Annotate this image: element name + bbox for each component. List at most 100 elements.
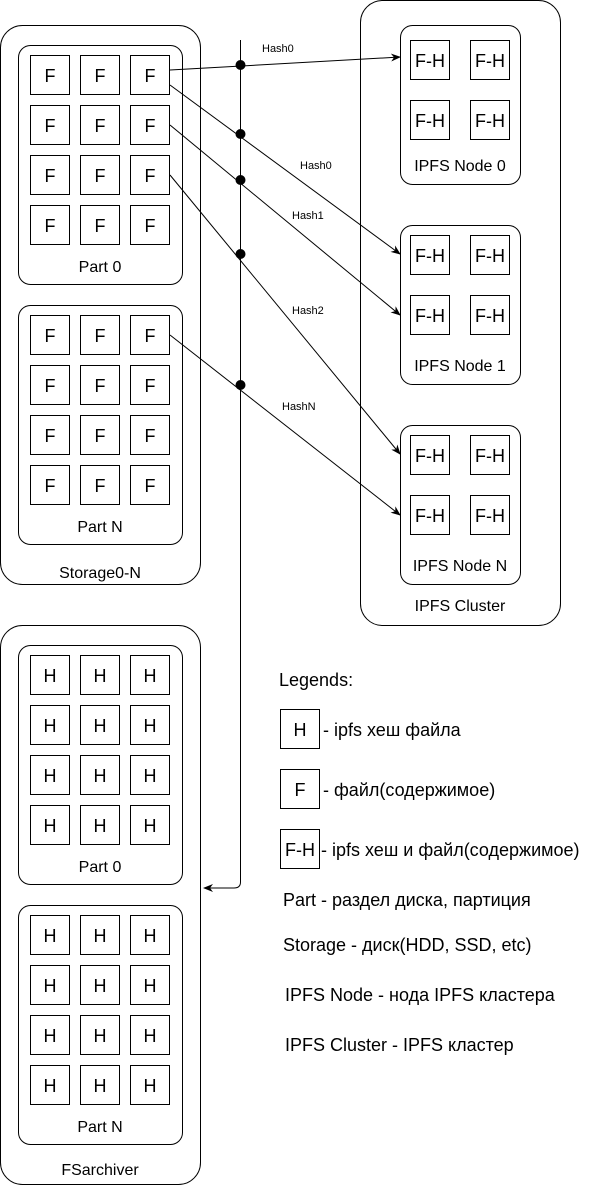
hash-cell: H (44, 926, 57, 946)
legend: Legends: H - ipfs хеш файла F - файл(сод… (279, 670, 580, 1055)
file-cell: F (45, 66, 56, 86)
hash-cell: H (94, 816, 107, 836)
fh-cell: F-H (475, 51, 505, 71)
fh-cell: F-H (415, 446, 445, 466)
ipfs-node-n: IPFS Node N F-H F-H F-H F-H (400, 425, 521, 585)
fh-cell: F-H (415, 51, 445, 71)
archiver-title: FSarchiver (61, 1162, 139, 1179)
file-cell: F (145, 116, 156, 136)
ipfs-node-0: IPFS Node 0 F-H F-H F-H F-H (400, 25, 521, 185)
hash-label: Hash2 (292, 305, 324, 317)
legend-title: Legends: (279, 670, 353, 690)
hash-cell: H (144, 976, 157, 996)
fh-cell: F-H (415, 246, 445, 266)
hash-cell: H (94, 926, 107, 946)
file-cell: F (145, 376, 156, 396)
legend-term: IPFS Node - нода IPFS кластера (285, 985, 556, 1005)
archiver-part-n: Part N H H H H H H H H H H H H (18, 905, 183, 1145)
file-cell: F (145, 426, 156, 446)
junction-dot (235, 249, 246, 259)
part-label: Part N (77, 1119, 122, 1136)
legend-symbol-h: H (294, 720, 307, 740)
hash-label: HashN (282, 401, 316, 413)
node-label: IPFS Node 0 (414, 158, 506, 175)
fh-cell: F-H (415, 306, 445, 326)
connector-hashn-noden (169, 334, 401, 516)
file-cell: F (45, 376, 56, 396)
hash-cell: H (94, 766, 107, 786)
junction-dot (235, 175, 246, 185)
file-grid: F F F F F F F F F F F F (30, 55, 170, 245)
connector-hash1-node1 (169, 124, 401, 316)
junction-dot (235, 60, 246, 70)
hash-cell: H (44, 666, 57, 686)
legend-text: - файл(содержимое) (323, 780, 495, 800)
legend-text: - ipfs хеш файла (323, 720, 462, 740)
hash-cell: H (44, 976, 57, 996)
fsarchiver-group: FSarchiver Part 0 H H H H H H H H H H H … (0, 625, 201, 1185)
cluster-title: IPFS Cluster (415, 598, 506, 615)
file-cell: F (95, 326, 106, 346)
file-cell: F (45, 426, 56, 446)
hash-cell: H (144, 1026, 157, 1046)
connector-hash0-node1 (169, 84, 401, 255)
hash-label: Hash1 (292, 210, 324, 222)
file-cell: F (45, 476, 56, 496)
connector-hash2-noden (169, 174, 401, 455)
hash-cell: H (144, 716, 157, 736)
legend-symbol-f: F (295, 780, 306, 800)
ipfs-cluster-group: IPFS Cluster IPFS Node 0 F-H F-H F-H F-H… (360, 0, 561, 626)
part-label: Part N (77, 519, 122, 536)
collector-line (203, 40, 241, 892)
part-label: Part 0 (79, 859, 122, 876)
file-cell: F (45, 166, 56, 186)
file-cell: F (95, 116, 106, 136)
file-cell: F (95, 166, 106, 186)
hash-cell: H (44, 816, 57, 836)
file-cell: F (145, 66, 156, 86)
legend-term: IPFS Cluster - IPFS кластер (285, 1035, 514, 1055)
connections: Hash0 Hash0 Hash1 Hash2 HashN (169, 40, 401, 892)
file-cell: F (145, 166, 156, 186)
hash-cell: H (144, 1076, 157, 1096)
file-cell: F (95, 66, 106, 86)
hash-cell: H (44, 1026, 57, 1046)
storage-group: Storage0-N Part 0 F F F F F F F F F F F … (0, 25, 201, 585)
hash-cell: H (94, 976, 107, 996)
archiver-part-0: Part 0 H H H H H H H H H H H H (18, 645, 183, 885)
hash-cell: H (144, 926, 157, 946)
junction-dot (235, 380, 246, 390)
file-cell: F (95, 476, 106, 496)
legend-text: - ipfs хеш и файл(содержимое) (321, 840, 580, 860)
junction-dot (235, 129, 246, 139)
hash-cell: H (144, 766, 157, 786)
hash-label: Hash0 (262, 43, 294, 55)
fh-cell: F-H (415, 111, 445, 131)
hash-cell: H (44, 1076, 57, 1096)
file-cell: F (145, 326, 156, 346)
legend-term: Part - раздел диска, партиция (283, 890, 531, 910)
ipfs-node-1: IPFS Node 1 F-H F-H F-H F-H (400, 225, 521, 385)
fh-cell: F-H (475, 446, 505, 466)
storage-part-n: Part N F F F F F F F F F F F F (18, 305, 183, 545)
storage-part-0: Part 0 F F F F F F F F F F F F (18, 45, 183, 285)
legend-term: Storage - диск(HDD, SSD, etc) (283, 935, 531, 955)
file-cell: F (45, 326, 56, 346)
legend-symbol-fh: F-H (285, 840, 315, 860)
hash-cell: H (94, 1026, 107, 1046)
file-cell: F (145, 476, 156, 496)
connector-hash0-node0 (169, 53, 401, 71)
hash-cell: H (94, 666, 107, 686)
hash-cell: H (94, 716, 107, 736)
fh-cell: F-H (415, 506, 445, 526)
fh-cell: F-H (475, 246, 505, 266)
fh-cell: F-H (475, 306, 505, 326)
file-cell: F (45, 116, 56, 136)
file-cell: F (95, 216, 106, 236)
part-label: Part 0 (79, 259, 122, 276)
hash-cell: H (44, 716, 57, 736)
hash-label: Hash0 (300, 160, 332, 172)
fh-cell: F-H (475, 111, 505, 131)
hash-cell: H (144, 816, 157, 836)
